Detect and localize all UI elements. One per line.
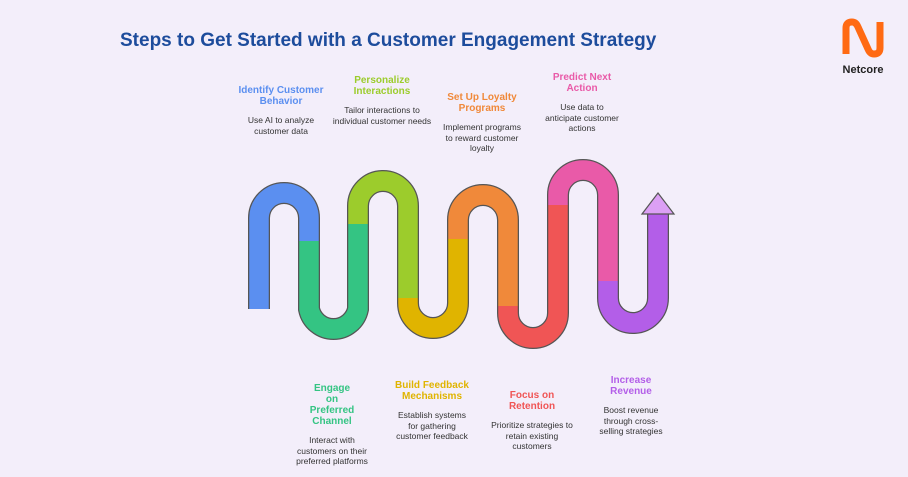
step-desc: Boost revenue through cross-selling stra…: [599, 405, 663, 436]
step-desc: Prioritize strategies to retain existing…: [491, 420, 573, 451]
step-focus-on-retention: Focus on Retention Prioritize strategies…: [482, 390, 582, 452]
step-desc: Use data to anticipate customer actions: [545, 102, 619, 133]
step-desc: Implement programs to reward customer lo…: [443, 122, 521, 153]
arrow-head-icon: [640, 192, 676, 215]
step-build-feedback-mechanisms: Build Feedback Mechanisms Establish syst…: [382, 380, 482, 442]
step-title: Increase Revenue: [610, 375, 652, 397]
road-segment: [598, 212, 668, 333]
road-segment: [548, 160, 618, 281]
road-segment: [348, 171, 418, 298]
step-set-up-loyalty-programs: Set Up Loyalty Programs Implement progra…: [432, 92, 532, 154]
step-title: Identify Customer Behavior: [238, 85, 324, 107]
step-desc: Interact with customers on their preferr…: [296, 435, 368, 466]
road-segment: [448, 185, 518, 306]
netcore-logo-icon: [842, 18, 884, 58]
step-title: Build Feedback Mechanisms: [395, 380, 469, 402]
road-segment: [398, 239, 468, 338]
logo-text: Netcore: [842, 64, 884, 76]
step-personalize-interactions: Personalize Interactions Tailor interact…: [332, 75, 432, 126]
road-segment: [498, 205, 568, 348]
step-increase-revenue: Increase Revenue Boost revenue through c…: [581, 375, 681, 437]
step-engage-on-preferred-channel: Engage on Preferred Channel Interact wit…: [282, 383, 382, 467]
page-title: Steps to Get Started with a Customer Eng…: [120, 30, 657, 51]
step-desc: Use AI to analyze customer data: [247, 115, 315, 136]
netcore-logo: Netcore: [838, 18, 888, 76]
road-segment: [299, 224, 368, 339]
road-segment: [249, 183, 319, 309]
step-title: Focus on Retention: [508, 390, 556, 412]
step-identify-customer-behavior: Identify Customer Behavior Use AI to ana…: [231, 85, 331, 136]
step-title: Personalize Interactions: [353, 75, 411, 97]
step-desc: Tailor interactions to individual custom…: [332, 105, 432, 126]
step-title: Predict Next Action: [552, 72, 612, 94]
step-desc: Establish systems for gathering customer…: [396, 410, 468, 441]
step-title: Set Up Loyalty Programs: [447, 92, 517, 114]
step-predict-next-action: Predict Next Action Use data to anticipa…: [532, 72, 632, 134]
step-title: Engage on Preferred Channel: [309, 383, 355, 427]
